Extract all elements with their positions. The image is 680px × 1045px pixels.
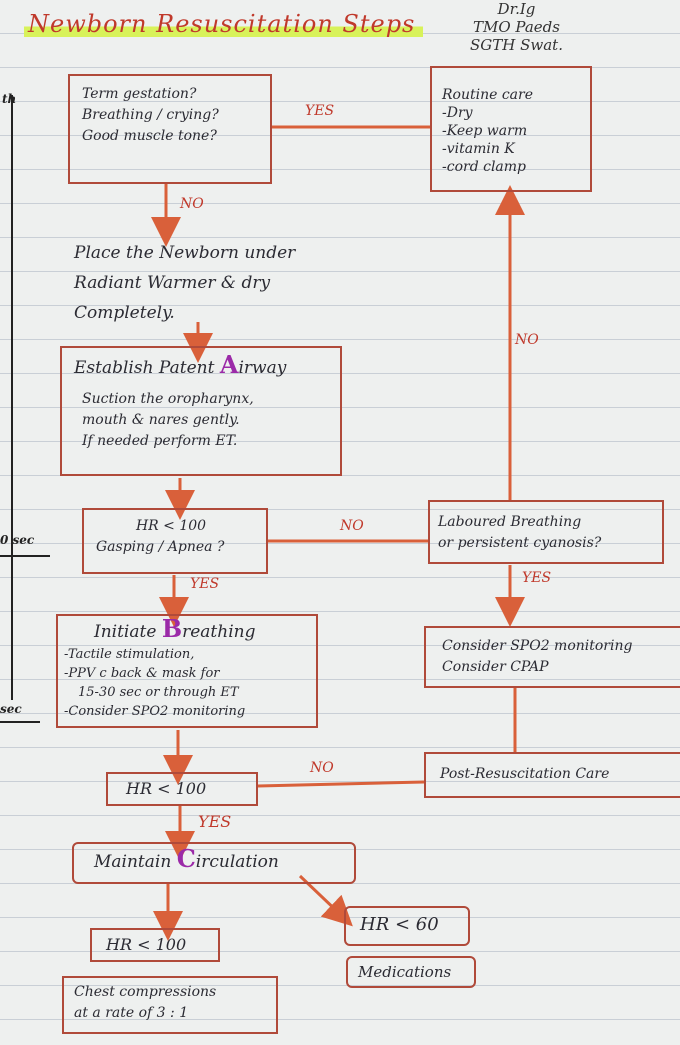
hr-check-box-3: HR < 100: [90, 928, 220, 962]
hr-check-box-1: HR < 100 Gasping / Apnea ?: [82, 508, 268, 574]
routine-care-box: Routine care -Dry -Keep warm -vitamin K …: [430, 66, 592, 192]
page-title: Newborn Resuscitation Steps: [24, 10, 424, 40]
label-yes-routine: YES: [305, 103, 335, 119]
hr-check-1-line-1: HR < 100: [135, 518, 207, 534]
routine-care-item-1: -Dry: [442, 105, 473, 121]
assessment-line-1: Term gestation?: [82, 86, 197, 102]
routine-care-item-3: -vitamin K: [442, 141, 515, 157]
warmer-line-3: Completely.: [74, 303, 175, 323]
breathing-heading: Initiate Breathing: [64, 616, 316, 645]
warmer-line-1: Place the Newborn under: [74, 243, 296, 263]
label-yes-circulation: YES: [198, 812, 232, 831]
label-yes-breathing: YES: [190, 576, 220, 592]
circulation-heading-mark: C: [176, 844, 196, 873]
circulation-heading: Maintain Circulation: [94, 847, 354, 873]
medications-box: Medications: [346, 956, 476, 988]
chest-line-2: at a rate of 3 : 1: [74, 1005, 189, 1021]
spo2-line-2: Consider CPAP: [442, 659, 549, 675]
hr-check-2-text: HR < 100: [126, 779, 207, 798]
breathing-heading-mark: B: [161, 614, 183, 643]
chest-line-1: Chest compressions: [74, 984, 217, 1000]
airway-line-2: mouth & nares gently.: [82, 412, 240, 428]
airway-heading: Establish Patent Airway: [74, 353, 340, 379]
assessment-line-2: Breathing / crying?: [82, 107, 219, 123]
label-no-routine: NO: [515, 332, 539, 348]
author-line-1: Dr.Ig: [497, 0, 536, 18]
hr-check-3-text: HR < 100: [106, 935, 187, 954]
breathing-box: Initiate Breathing -Tactile stimulation,…: [56, 614, 318, 728]
side-label-top: th: [2, 92, 17, 106]
hr-check-4-text: HR < 60: [360, 914, 439, 935]
side-label-mid: 0 sec: [0, 533, 35, 547]
breathing-line-4: -Consider SPO2 monitoring: [64, 704, 246, 719]
routine-care-title: Routine care: [442, 87, 534, 103]
label-no-warmer: NO: [180, 196, 204, 212]
routine-care-item-4: -cord clamp: [442, 159, 527, 175]
warmer-instruction: Place the Newborn under Radiant Warmer &…: [74, 238, 295, 328]
label-no-laboured: NO: [340, 518, 364, 534]
airway-heading-mark: A: [219, 350, 239, 379]
post-resuscitation-text: Post-Resuscitation Care: [440, 766, 610, 782]
airway-line-3: If needed perform ET.: [82, 433, 238, 449]
warmer-line-2: Radiant Warmer & dry: [74, 273, 271, 293]
breathing-line-1: -Tactile stimulation,: [64, 647, 195, 662]
airway-box: Establish Patent Airway Suction the orop…: [60, 346, 342, 476]
spo2-line-1: Consider SPO2 monitoring: [442, 638, 633, 654]
laboured-breathing-box: Laboured Breathing or persistent cyanosi…: [428, 500, 664, 564]
breathing-line-2: -PPV c back & mask for: [64, 666, 220, 681]
airway-heading-pre: Establish Patent: [74, 358, 220, 378]
author-line-3: SGTH Swat.: [470, 36, 563, 54]
airway-line-1: Suction the oropharynx,: [82, 391, 254, 407]
breathing-heading-pre: Initiate: [94, 622, 162, 642]
breathing-heading-post: reathing: [182, 622, 256, 642]
assessment-line-3: Good muscle tone?: [82, 128, 217, 144]
post-resuscitation-box: Post-Resuscitation Care: [424, 752, 680, 798]
hr-check-box-2: HR < 100: [106, 772, 258, 806]
circulation-heading-post: irculation: [195, 852, 279, 872]
arrow-hr2-to-post: [257, 780, 425, 788]
circulation-heading-pre: Maintain: [94, 852, 177, 872]
medications-text: Medications: [358, 963, 452, 981]
hr-check-box-4: HR < 60: [344, 906, 470, 946]
laboured-line-2: or persistent cyanosis?: [438, 535, 602, 551]
hr-check-1-line-2: Gasping / Apnea ?: [96, 539, 225, 555]
laboured-line-1: Laboured Breathing: [438, 514, 582, 530]
author-line-2: TMO Paeds: [473, 18, 560, 36]
label-yes-spo2: YES: [522, 570, 552, 586]
side-label-bottom: sec: [0, 702, 22, 716]
routine-care-item-2: -Keep warm: [442, 123, 528, 139]
label-no-post: NO: [310, 760, 334, 776]
assessment-box: Term gestation? Breathing / crying? Good…: [68, 74, 272, 184]
circulation-box: Maintain Circulation: [72, 842, 356, 884]
spo2-box: Consider SPO2 monitoring Consider CPAP: [424, 626, 680, 688]
chest-compressions-box: Chest compressions at a rate of 3 : 1: [62, 976, 278, 1034]
breathing-line-3: 15-30 sec or through ET: [78, 685, 239, 700]
airway-heading-post: irway: [238, 358, 287, 378]
author-note: Dr.Ig TMO Paeds SGTH Swat.: [470, 0, 563, 54]
